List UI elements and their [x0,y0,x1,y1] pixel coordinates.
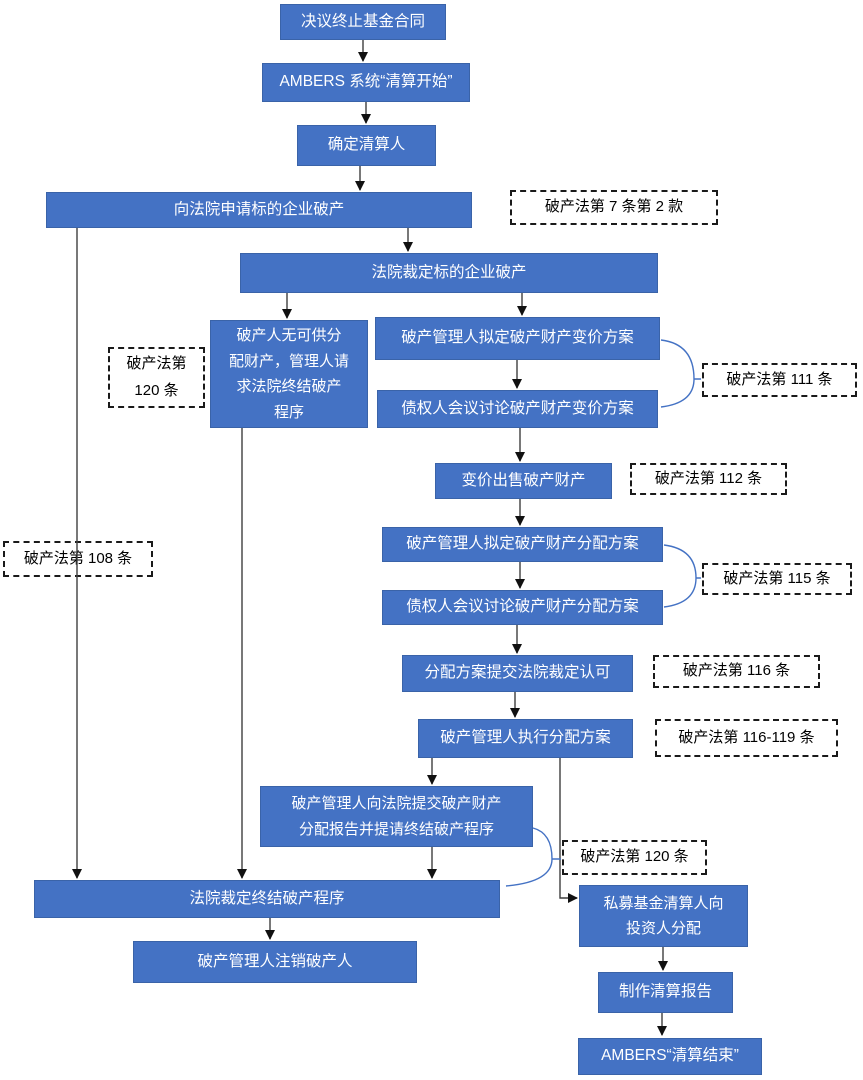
law-ref-article-120-left: 破产法第 120 条 [108,347,205,408]
edge-n13-n17 [559,758,578,903]
law-ref-article-108: 破产法第 108 条 [3,541,153,577]
node-admin-drafts-distribution-plan: 破产管理人拟定破产财产分配方案 [382,527,663,562]
node-court-rules-procedure-closure: 法院裁定终结破产程序 [34,880,500,918]
node-admin-drafts-valuation-plan: 破产管理人拟定破产财产变价方案 [375,317,660,360]
node-ambers-liquidation-end: AMBERS“清算结束” [578,1038,762,1075]
law-ref-article-120-right: 破产法第 120 条 [562,840,707,875]
brace-article-115 [663,544,701,608]
node-determine-liquidator: 确定清算人 [297,125,436,166]
law-ref-article-112: 破产法第 112 条 [630,463,787,495]
node-plan-submitted-court-approval: 分配方案提交法院裁定认可 [402,655,633,692]
node-sell-bankruptcy-property: 变价出售破产财产 [435,463,612,499]
brace-article-111 [660,339,701,408]
law-ref-article-111: 破产法第 111 条 [702,363,857,397]
node-court-rules-bankruptcy: 法院裁定标的企业破产 [240,253,658,293]
node-admin-deregisters-bankrupt: 破产管理人注销破产人 [133,941,417,983]
node-admin-submits-report-request-closure: 破产管理人向法院提交破产财产 分配报告并提请终结破产程序 [260,786,533,847]
law-ref-article-7-para-2: 破产法第 7 条第 2 款 [510,190,718,225]
node-fund-liquidator-distributes-investors: 私募基金清算人向 投资人分配 [579,885,748,947]
node-admin-executes-distribution-plan: 破产管理人执行分配方案 [418,719,633,758]
law-ref-article-116: 破产法第 116 条 [653,655,820,688]
node-apply-court-bankruptcy: 向法院申请标的企业破产 [46,192,472,228]
node-creditors-discuss-distribution-plan: 债权人会议讨论破产财产分配方案 [382,590,663,625]
node-creditors-discuss-valuation-plan: 债权人会议讨论破产财产变价方案 [377,390,658,428]
node-no-distributable-property: 破产人无可供分 配财产，管理人请 求法院终结破产 程序 [210,320,368,428]
node-terminate-fund-contract: 决议终止基金合同 [280,4,446,40]
law-ref-article-116-119: 破产法第 116-119 条 [655,719,838,757]
node-prepare-liquidation-report: 制作清算报告 [598,972,733,1013]
law-ref-article-115: 破产法第 115 条 [702,563,852,595]
node-ambers-liquidation-start: AMBERS 系统“清算开始” [262,63,470,102]
